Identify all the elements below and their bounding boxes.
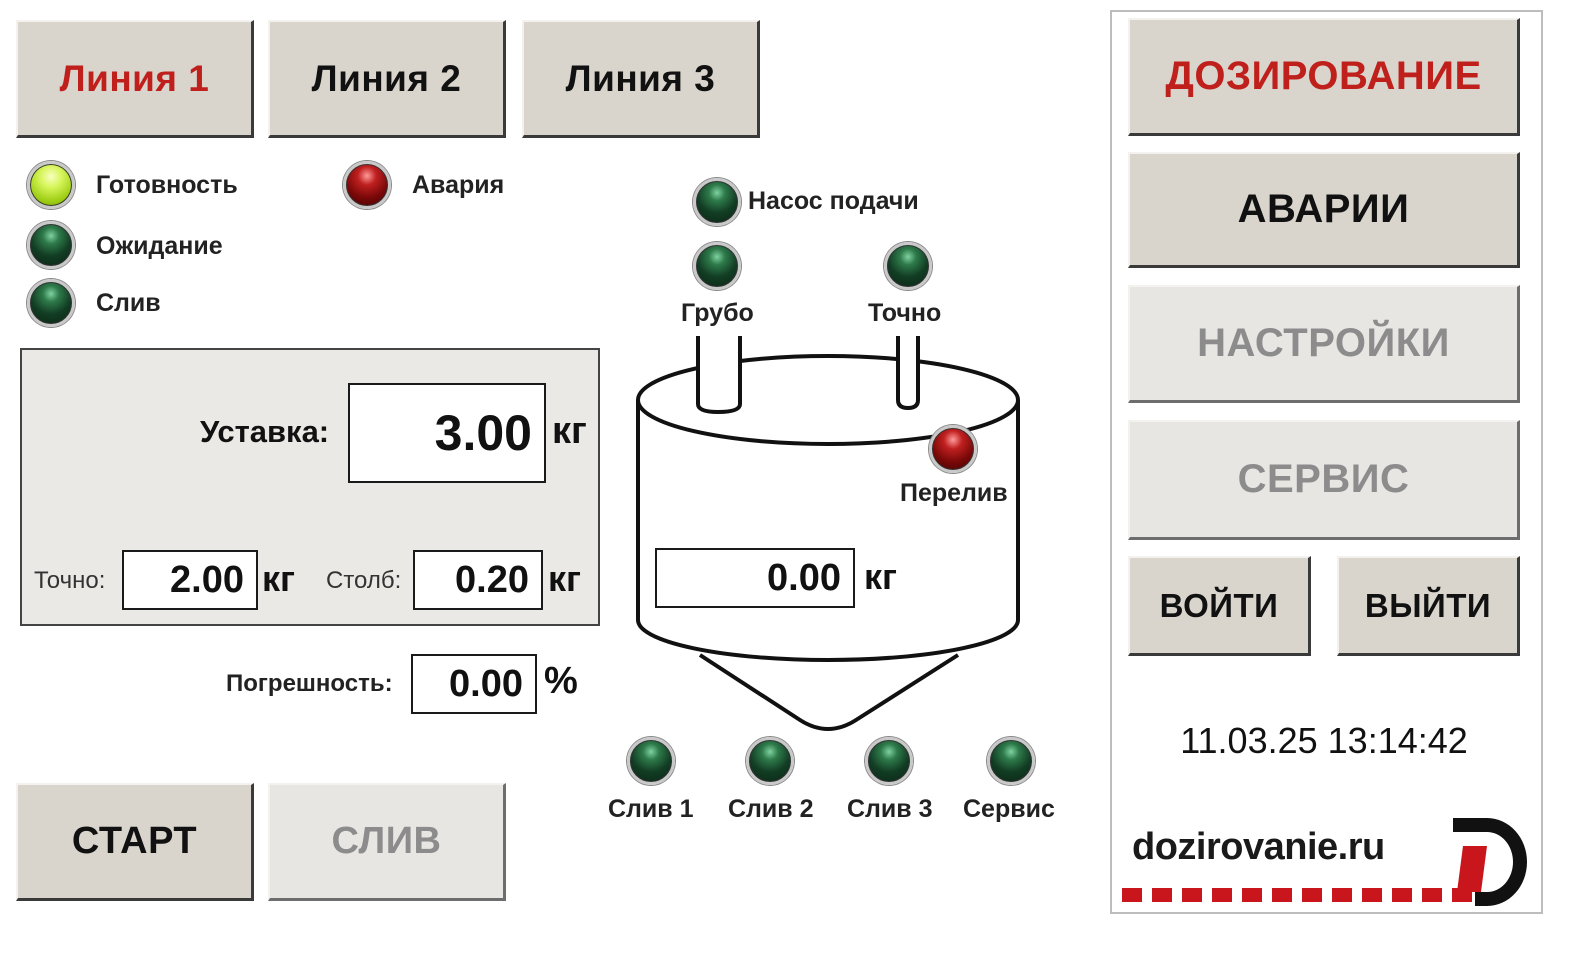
logo-d-icon xyxy=(1453,818,1527,906)
dosing-menu-button[interactable]: ДОЗИРОВАНИЕ xyxy=(1128,18,1520,136)
tank-diagram xyxy=(636,336,1020,731)
settings-menu-button[interactable]: НАСТРОЙКИ xyxy=(1128,285,1520,403)
service-menu-button[interactable]: СЕРВИС xyxy=(1128,420,1520,540)
drain-3-label: Слив 3 xyxy=(847,795,933,823)
error-unit: % xyxy=(544,660,578,702)
drain-1-label: Слив 1 xyxy=(608,795,694,823)
setpoint-input[interactable]: 3.00 xyxy=(348,383,546,483)
drain-label: Слив xyxy=(96,289,161,317)
drain-button[interactable]: СЛИВ xyxy=(268,783,506,901)
drain-1-lamp-icon xyxy=(627,737,675,785)
error-label: Погрешность: xyxy=(226,670,393,697)
ready-label: Готовность xyxy=(96,171,238,199)
login-button[interactable]: ВОЙТИ xyxy=(1128,556,1311,656)
datetime-display: 11.03.25 13:14:42 xyxy=(1180,720,1468,761)
drain-2-lamp-icon xyxy=(746,737,794,785)
alarm-lamp-icon xyxy=(343,161,391,209)
setpoint-unit: кг xyxy=(552,410,587,452)
error-value: 0.00 xyxy=(411,654,537,714)
column-input[interactable]: 0.20 xyxy=(413,550,543,610)
waiting-label: Ожидание xyxy=(96,232,223,260)
alarms-menu-button[interactable]: АВАРИИ xyxy=(1128,152,1520,268)
line-3-button[interactable]: Линия 3 xyxy=(522,20,760,138)
waiting-lamp-icon xyxy=(27,221,75,269)
service-lamp-icon xyxy=(987,737,1035,785)
ready-lamp-icon xyxy=(27,161,75,209)
drain-2-label: Слив 2 xyxy=(728,795,814,823)
logo-dashes-icon xyxy=(1122,888,1472,902)
overflow-label: Перелив xyxy=(900,479,1008,507)
alarm-label: Авария xyxy=(412,171,505,199)
fine-input[interactable]: 2.00 xyxy=(122,550,258,610)
pump-lamp-icon xyxy=(693,178,741,226)
line-1-button[interactable]: Линия 1 xyxy=(16,20,254,138)
fine-label: Точно: xyxy=(34,567,106,594)
tank-weight-unit: кг xyxy=(864,556,898,597)
start-button[interactable]: СТАРТ xyxy=(16,783,254,901)
setpoint-label: Уставка: xyxy=(200,414,330,449)
line-2-button[interactable]: Линия 2 xyxy=(268,20,506,138)
drain-3-lamp-icon xyxy=(865,737,913,785)
coarse-label: Грубо xyxy=(681,299,754,327)
fine-valve-lamp-icon xyxy=(884,242,932,290)
drain-lamp-icon xyxy=(27,279,75,327)
column-unit: кг xyxy=(548,558,582,599)
fine-unit: кг xyxy=(262,558,296,599)
column-label: Столб: xyxy=(326,567,402,594)
overflow-lamp-icon xyxy=(929,425,977,473)
pump-label: Насос подачи xyxy=(748,187,919,215)
fine-valve-label: Точно xyxy=(868,299,942,327)
tank-weight-value: 0.00 xyxy=(655,548,855,608)
coarse-valve-lamp-icon xyxy=(693,242,741,290)
logo-text: dozirovanie.ru xyxy=(1132,826,1385,868)
service-lamp-label: Сервис xyxy=(963,795,1055,823)
logout-button[interactable]: ВЫЙТИ xyxy=(1337,556,1520,656)
